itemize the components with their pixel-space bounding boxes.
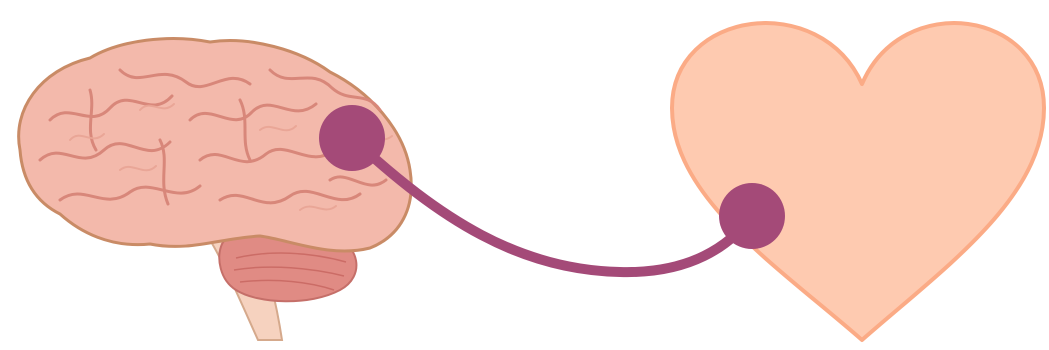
heart-endpoint-dot xyxy=(719,183,785,249)
heart-icon xyxy=(672,23,1044,340)
brain-endpoint-dot xyxy=(319,105,385,171)
brain-icon xyxy=(19,39,412,340)
